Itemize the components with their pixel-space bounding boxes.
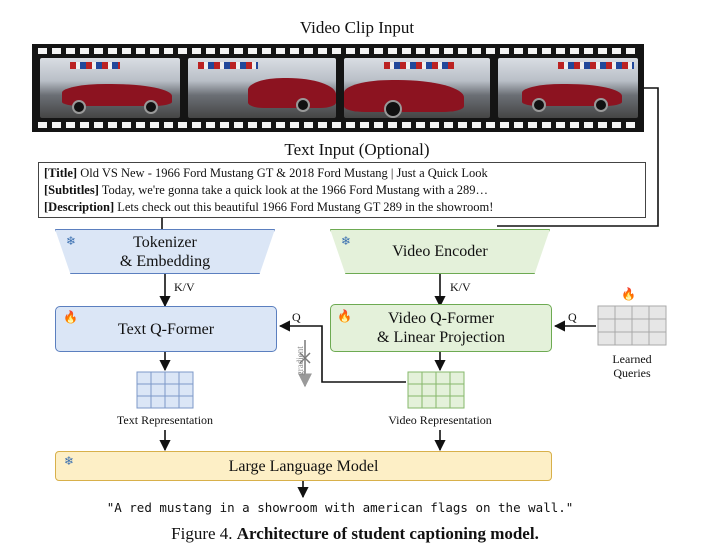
figure-caption: Figure 4. Architecture of student captio…	[90, 524, 620, 544]
video-frame-2	[188, 58, 336, 118]
large-language-model-box: Large Language Model	[55, 451, 552, 481]
q-label-right: Q	[568, 310, 577, 324]
tokenizer-embedding-box: Tokenizer & Embedding	[55, 229, 275, 274]
figure-label: Figure 4.	[171, 524, 233, 543]
figure-caption-text: Architecture of student captioning model…	[236, 524, 539, 543]
learned-queries-grid	[597, 305, 667, 346]
text-input-box: [Title] Old VS New - 1966 Ford Mustang G…	[38, 162, 646, 218]
text-representation-grid	[136, 371, 194, 409]
video-representation-grid	[407, 371, 465, 409]
video-film-strip	[32, 44, 644, 132]
video-clip-input-title: Video Clip Input	[299, 18, 415, 37]
snowflake-icon: ❄	[341, 234, 352, 248]
flame-icon: 🔥	[337, 309, 352, 323]
video-qformer-box: Video Q-Former & Linear Projection	[330, 304, 552, 352]
learned-queries-label: Learned Queries	[612, 352, 652, 380]
snowflake-icon: ❄	[66, 234, 77, 248]
text-representation-label: Text Representation	[116, 413, 214, 427]
subtitles-line: [Subtitles] Today, we're gonna take a qu…	[44, 183, 489, 197]
generated-caption: "A red mustang in a showroom with americ…	[106, 500, 574, 515]
gradient-label: gradient	[295, 346, 305, 376]
title-line: [Title] Old VS New - 1966 Ford Mustang G…	[44, 166, 488, 180]
kv-label-right: K/V	[450, 280, 471, 294]
flame-icon: 🔥	[621, 287, 636, 301]
text-qformer-box: Text Q-Former	[55, 306, 277, 352]
video-representation-label: Video Representation	[388, 413, 492, 427]
kv-label-left: K/V	[174, 280, 195, 294]
video-frame-1	[40, 58, 180, 118]
flame-icon: 🔥	[63, 310, 78, 324]
video-frame-3	[344, 58, 490, 118]
text-input-title: Text Input (Optional)	[284, 140, 430, 159]
snowflake-icon: ❄	[64, 454, 75, 468]
description-line: [Description] Lets check out this beauti…	[44, 200, 494, 214]
video-frame-4	[498, 58, 638, 118]
video-encoder-box: Video Encoder	[330, 229, 550, 274]
q-label-left: Q	[292, 310, 301, 324]
